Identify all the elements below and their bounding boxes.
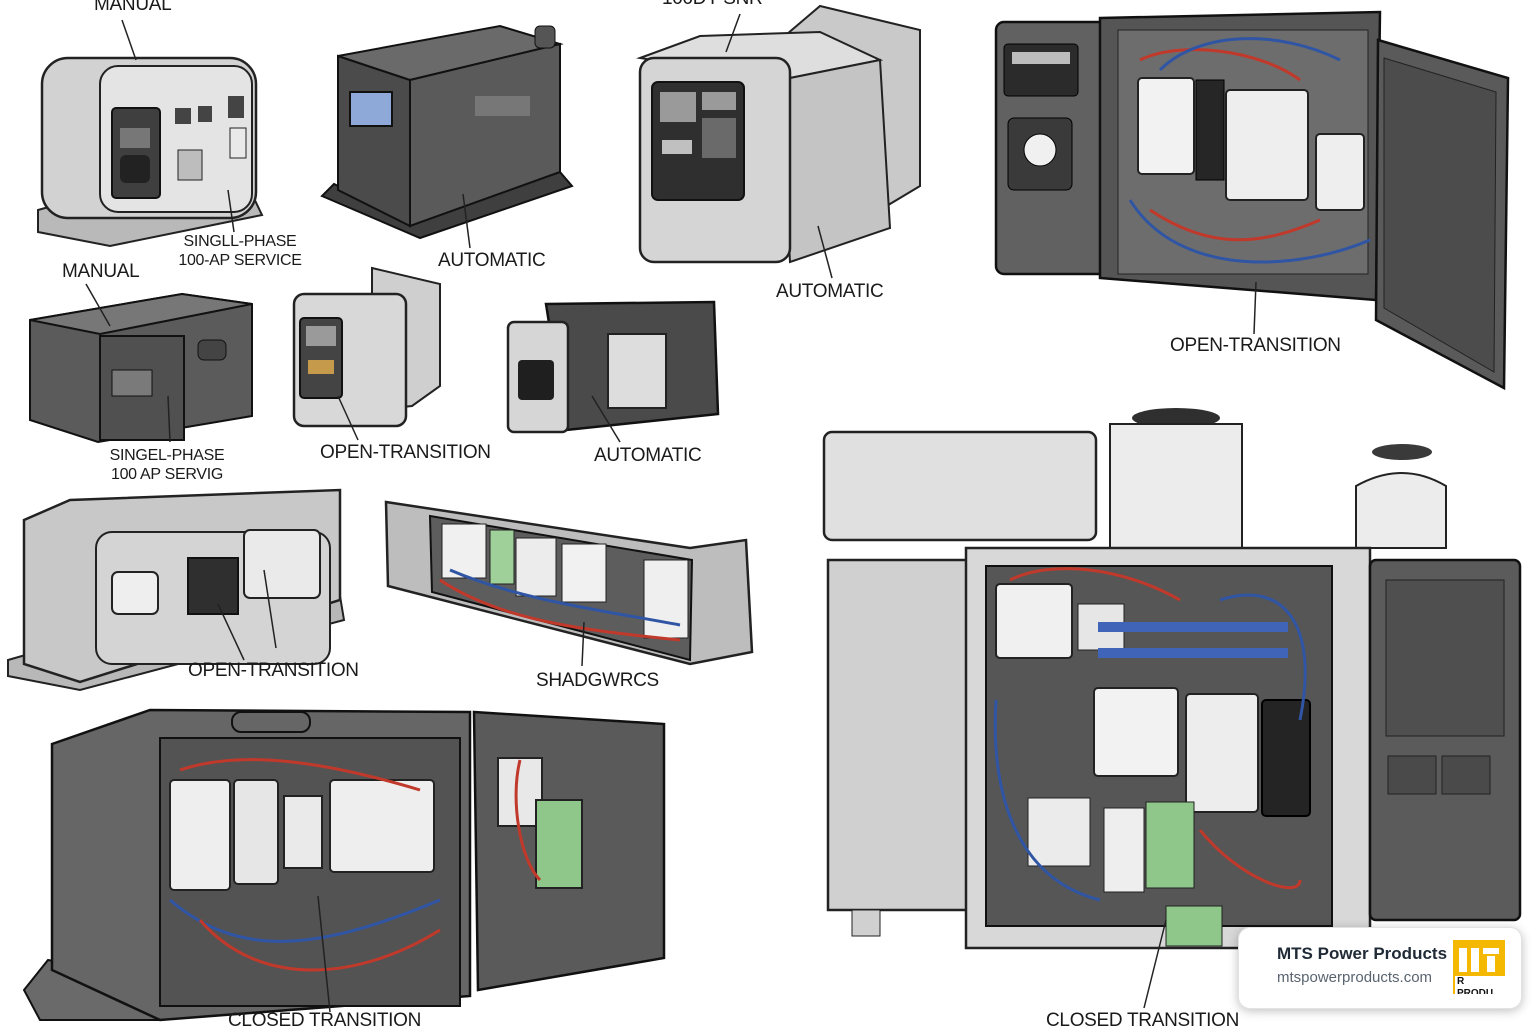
label-single-phase-1-line2: 100-AP SERVICE xyxy=(178,252,302,269)
open-transition-panel-long xyxy=(7,488,346,692)
label-single-phase-2-line2: 100 AP SERVIG xyxy=(110,466,224,483)
label-manual-2: MANUAL xyxy=(62,261,140,282)
label-single-phase-1: SINGLL-PHASE 100-AP SERVICE xyxy=(170,232,310,270)
logo-mark-icon xyxy=(1459,948,1499,972)
open-transition-switch-unit xyxy=(292,266,441,428)
leader-lines xyxy=(85,13,1257,1013)
automatic-switch-unit-2 xyxy=(636,4,921,264)
brand-name: MTS Power Products xyxy=(1277,944,1448,963)
label-open-transition-2: OPEN-TRANSITION xyxy=(320,442,491,463)
shadgwrcs-panel xyxy=(384,500,754,666)
label-closed-transition-1: CLOSED TRANSITION xyxy=(228,1010,422,1031)
brand-logo-text: R PRODU xyxy=(1455,976,1505,994)
automatic-switch-unit-3 xyxy=(506,300,720,434)
label-shadgwrcs: SHADGWRCS xyxy=(536,670,659,691)
brand-logo-icon: R PRODU xyxy=(1453,940,1505,994)
label-open-transition-1: OPEN-TRANSITION xyxy=(1170,335,1341,356)
label-open-transition-3: OPEN-TRANSITION xyxy=(188,660,359,681)
closed-transition-enclosure-1 xyxy=(22,708,666,1022)
manual-switch-unit-2 xyxy=(29,292,253,444)
closed-transition-enclosure-2 xyxy=(822,408,1522,950)
label-automatic-1: AUTOMATIC xyxy=(438,250,546,271)
label-closed-transition-2: CLOSED TRANSITION xyxy=(1046,1010,1240,1031)
label-single-phase-2-line1: SINGEL-PHASE xyxy=(109,447,225,464)
label-single-phase-2: SINGEL-PHASE 100 AP SERVIG xyxy=(102,446,232,484)
brand-badge[interactable]: MTS Power Products mtspowerproducts.com … xyxy=(1238,927,1522,1009)
label-single-phase-1-line1: SINGLL-PHASE xyxy=(183,233,297,250)
label-manual-top: MANUAL xyxy=(94,0,172,15)
brand-url[interactable]: mtspowerproducts.com xyxy=(1277,969,1433,986)
automatic-switch-unit-1 xyxy=(320,24,574,240)
label-automatic-3: AUTOMATIC xyxy=(594,445,702,466)
label-cut-top: 100DY SNR xyxy=(662,0,763,10)
manual-switch-unit-1 xyxy=(37,56,264,248)
open-transition-enclosure-1 xyxy=(994,10,1510,391)
label-automatic-2: AUTOMATIC xyxy=(776,281,884,302)
